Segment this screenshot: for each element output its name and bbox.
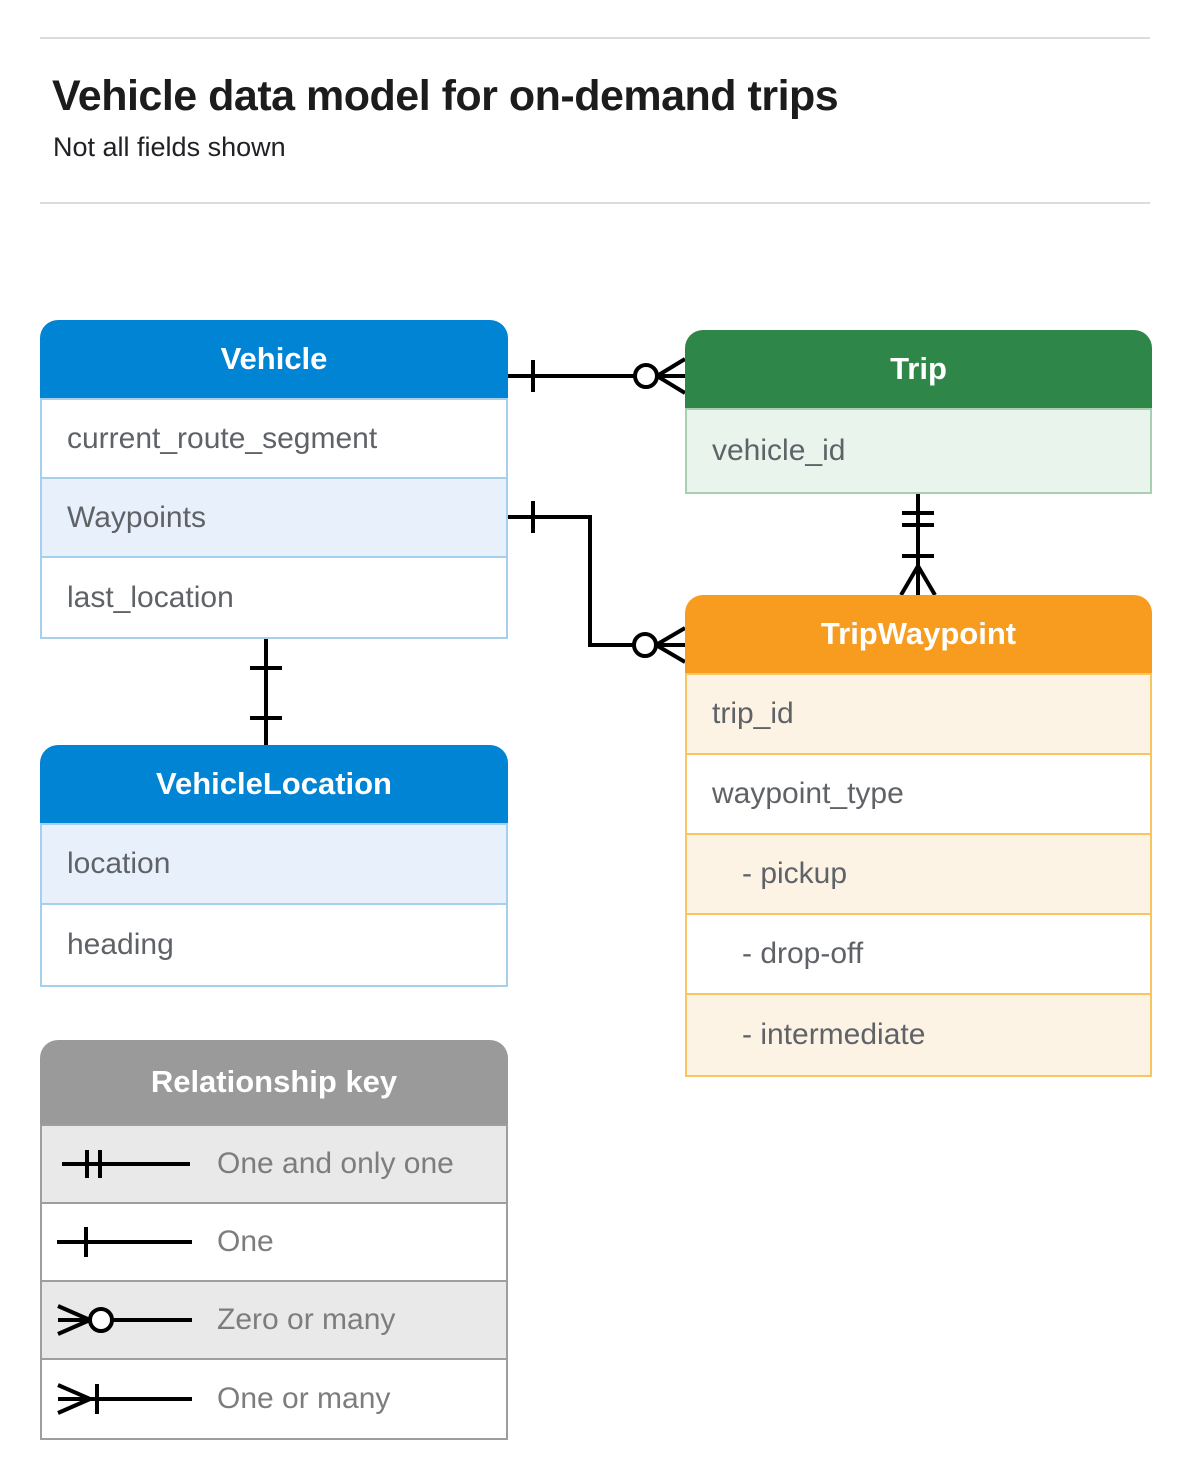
one-and-only-one-icon xyxy=(62,1150,190,1178)
legend-label: One xyxy=(217,1225,274,1258)
page-subtitle: Not all fields shown xyxy=(53,132,286,162)
field-waypoint-type: waypoint_type xyxy=(687,755,1150,835)
field-label: waypoint_type xyxy=(712,777,904,810)
entity-trip: Trip vehicle_id xyxy=(685,330,1152,494)
connector-trip-tripwaypoint xyxy=(899,490,937,597)
top-divider xyxy=(40,37,1150,39)
one-or-many-icon xyxy=(57,1383,192,1415)
legend-label: One and only one xyxy=(217,1147,454,1180)
field-label: - pickup xyxy=(742,857,848,890)
legend-row-one-or-many: One or many xyxy=(42,1360,506,1438)
field-trip-id: trip_id xyxy=(687,675,1150,755)
legend-row-zero-or-many: Zero or many xyxy=(42,1282,506,1360)
legend-label: One or many xyxy=(217,1382,391,1415)
field-label: - intermediate xyxy=(742,1018,926,1051)
field-waypoint-type-pickup: - pickup xyxy=(687,835,1150,915)
field-label: location xyxy=(67,847,171,880)
field-last-location: last_location xyxy=(42,558,506,637)
field-label: trip_id xyxy=(712,697,794,730)
field-label: - drop-off xyxy=(742,937,864,970)
entity-vehiclelocation: VehicleLocation location heading xyxy=(40,745,508,987)
legend-row-one-and-only-one: One and only one xyxy=(42,1126,506,1204)
field-location: location xyxy=(42,825,506,905)
field-waypoint-type-intermediate: - intermediate xyxy=(687,995,1150,1075)
field-label: current_route_segment xyxy=(67,421,378,455)
zero-or-many-icon xyxy=(57,1304,192,1336)
relationship-key-title: Relationship key xyxy=(40,1040,508,1124)
field-label: last_location xyxy=(67,580,234,614)
entity-vehicle-body: current_route_segment Waypoints last_loc… xyxy=(40,398,508,639)
relationship-key-body: One and only one One Zero or many On xyxy=(40,1124,508,1440)
one-icon xyxy=(57,1227,192,1257)
field-label: Waypoints xyxy=(67,500,206,534)
entity-tripwaypoint-title: TripWaypoint xyxy=(685,595,1152,673)
connector-vehicle-vehiclelocation xyxy=(250,635,282,745)
header-divider xyxy=(40,202,1150,204)
entity-vehiclelocation-body: location heading xyxy=(40,823,508,987)
connector-waypoints-tripwaypoint xyxy=(508,501,687,664)
field-heading: heading xyxy=(42,905,506,985)
entity-trip-body: vehicle_id xyxy=(685,408,1152,494)
page-title: Vehicle data model for on-demand trips xyxy=(52,72,839,120)
connector-vehicle-trip xyxy=(508,357,687,395)
legend-row-one: One xyxy=(42,1204,506,1282)
entity-tripwaypoint-body: trip_id waypoint_type - pickup - drop-of… xyxy=(685,673,1152,1077)
field-label: vehicle_id xyxy=(712,434,846,467)
entity-tripwaypoint: TripWaypoint trip_id waypoint_type - pic… xyxy=(685,595,1152,1077)
legend-label: Zero or many xyxy=(217,1303,396,1336)
field-waypoint-type-drop-off: - drop-off xyxy=(687,915,1150,995)
field-waypoints: Waypoints xyxy=(42,479,506,558)
field-current-route-segment: current_route_segment xyxy=(42,400,506,479)
entity-vehicle-title: Vehicle xyxy=(40,320,508,398)
field-label: heading xyxy=(67,928,174,961)
entity-vehiclelocation-title: VehicleLocation xyxy=(40,745,508,823)
entity-vehicle: Vehicle current_route_segment Waypoints … xyxy=(40,320,508,639)
field-vehicle-id: vehicle_id xyxy=(687,410,1150,492)
entity-trip-title: Trip xyxy=(685,330,1152,408)
relationship-key: Relationship key One and only one One xyxy=(40,1040,508,1440)
